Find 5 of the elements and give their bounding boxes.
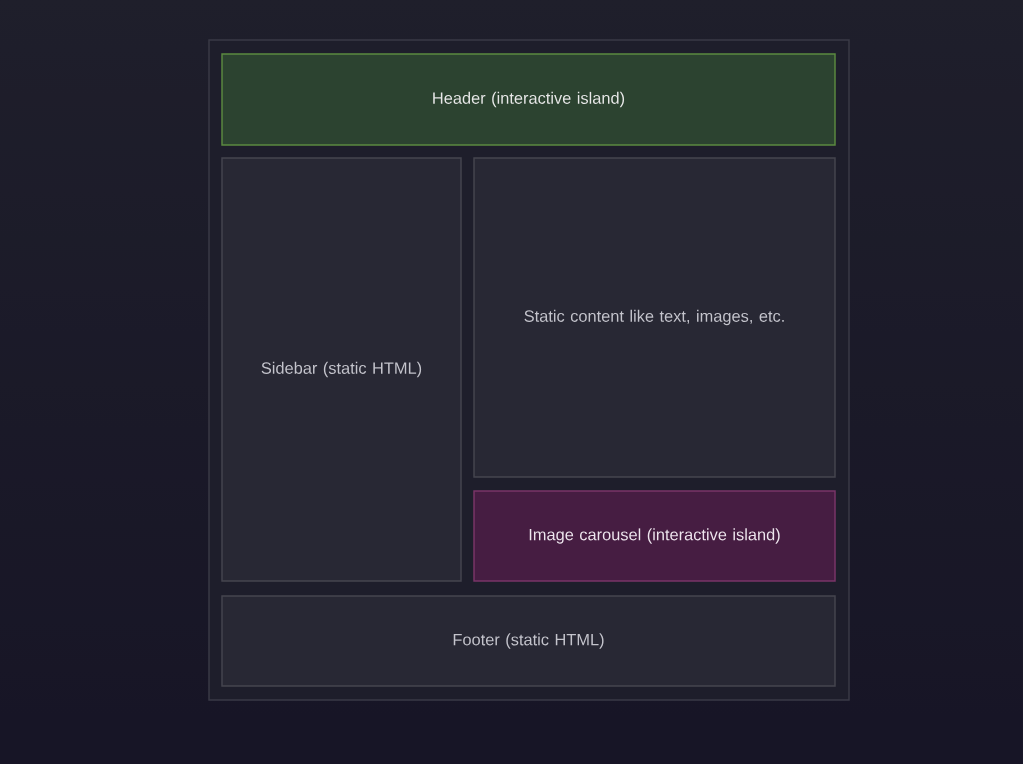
content-box: Static content like text, images, etc. xyxy=(473,157,836,478)
header-box: Header (interactive island) xyxy=(221,53,836,146)
sidebar-box: Sidebar (static HTML) xyxy=(221,157,462,582)
footer-box: Footer (static HTML) xyxy=(221,595,836,687)
carousel-box: Image carousel (interactive island) xyxy=(473,490,836,582)
